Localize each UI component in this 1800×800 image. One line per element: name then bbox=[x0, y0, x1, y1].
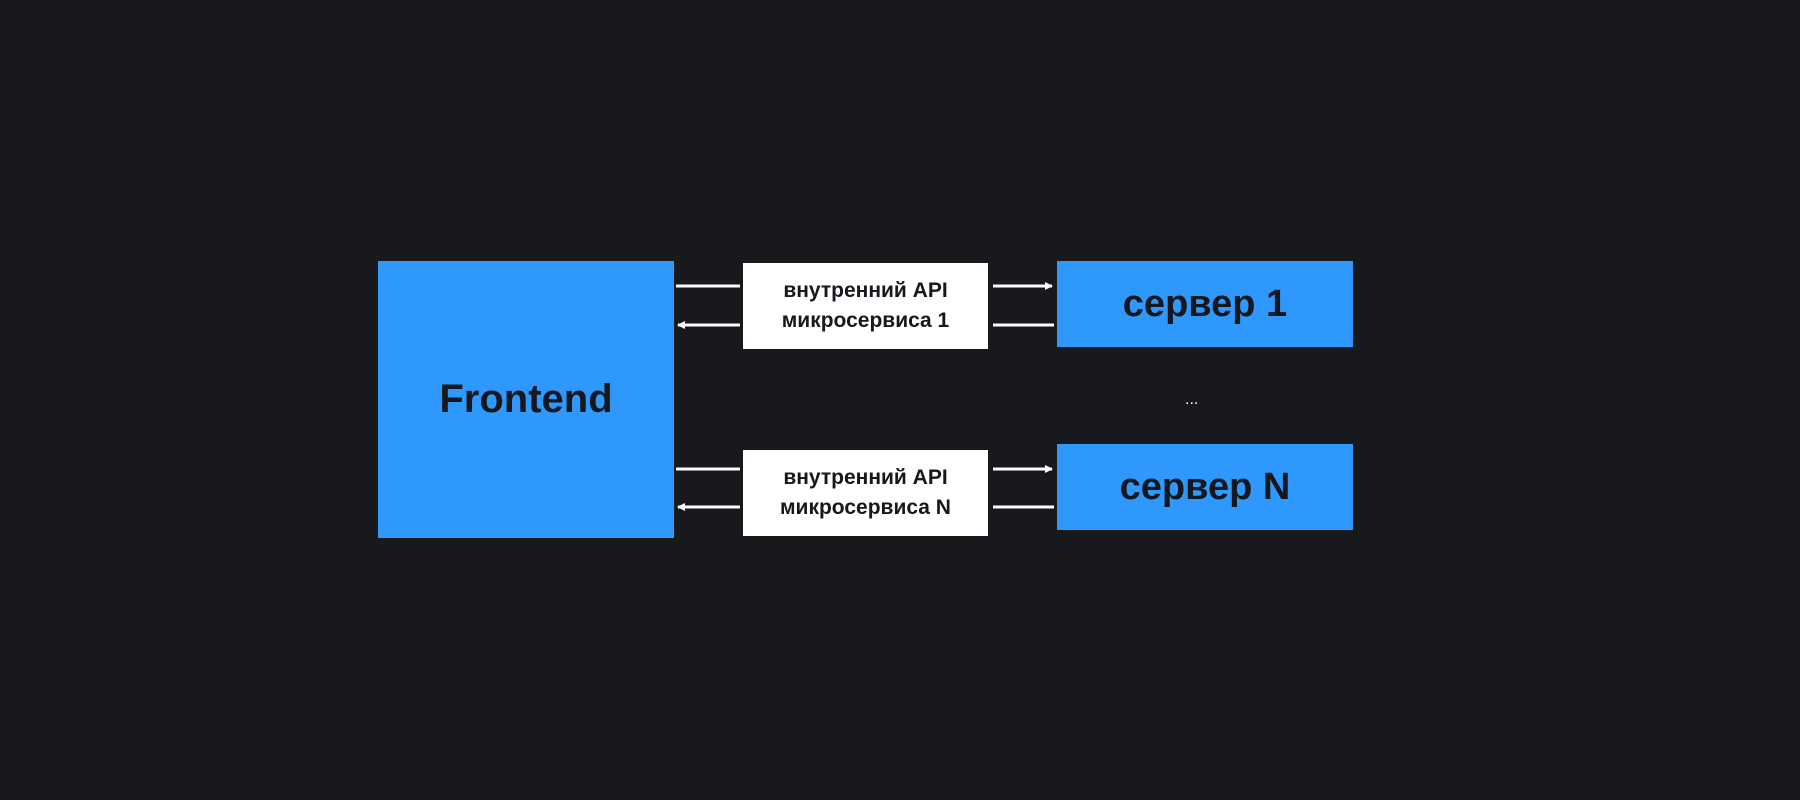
server-n-node: сервер N bbox=[1057, 444, 1353, 530]
server-1-node: сервер 1 bbox=[1057, 261, 1353, 347]
ellipsis: ... bbox=[1185, 391, 1199, 408]
api-1-label-box: внутренний API микросервиса 1 bbox=[743, 263, 988, 349]
api-n-label-box: внутренний API микросервиса N bbox=[743, 450, 988, 536]
api-n-line-2: микросервиса N bbox=[780, 496, 951, 519]
server-n-label: сервер N bbox=[1119, 465, 1291, 508]
server-1-label: сервер 1 bbox=[1122, 282, 1288, 325]
api-1-line-2: микросервиса 1 bbox=[781, 309, 950, 332]
api-1-line-1: внутренний API bbox=[783, 279, 948, 302]
api-n-line-1: внутренний API bbox=[783, 466, 948, 489]
frontend-label: Frontend bbox=[439, 377, 613, 421]
frontend-node: Frontend bbox=[378, 261, 674, 538]
